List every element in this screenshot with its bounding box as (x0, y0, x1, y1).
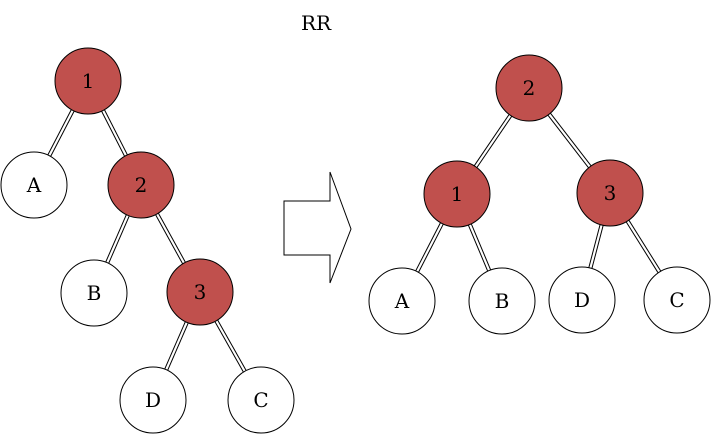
node-label: D (574, 288, 590, 312)
node-circle (368, 267, 436, 335)
tree-node-aA: A (368, 267, 436, 335)
node-label: 1 (82, 69, 95, 93)
tree-node-a2: 2 (495, 54, 563, 122)
node-label: 1 (451, 182, 464, 206)
tree-node-bA: A (0, 151, 68, 219)
node-circle (468, 267, 536, 335)
node-circle (107, 151, 175, 219)
node-label: B (87, 281, 102, 305)
edge-a1-aB (467, 221, 492, 274)
edge-a3-aC (624, 218, 663, 275)
node-circle (54, 47, 122, 115)
edge-b1-bA (46, 107, 76, 159)
tree-node-b3: 3 (166, 258, 234, 326)
node-circle (0, 151, 68, 219)
node-label: B (495, 289, 510, 313)
tree-node-b1: 1 (54, 47, 122, 115)
tree-node-a3: 3 (576, 159, 644, 227)
edge-b1-b2 (100, 107, 129, 159)
edge-a3-aD (587, 222, 605, 271)
node-circle (166, 258, 234, 326)
tree-node-aB: B (468, 267, 536, 335)
diagram-title: RR (301, 11, 332, 35)
node-circle (227, 366, 295, 434)
tree-node-a1: 1 (423, 160, 491, 228)
node-circle (643, 266, 711, 334)
edge-b3-bC (213, 317, 248, 375)
edges-layer (46, 107, 663, 375)
node-circle (423, 160, 491, 228)
node-label: 2 (523, 76, 536, 100)
edge-b2-b3 (154, 211, 187, 266)
tree-node-b2: 2 (107, 151, 175, 219)
tree-node-bD: D (119, 366, 187, 434)
edge-b3-bD (163, 319, 190, 373)
node-label: A (394, 289, 410, 313)
transform-arrow (283, 171, 352, 284)
edge-a1-aA (414, 220, 445, 275)
node-circle (548, 266, 616, 334)
tree-node-bB: B (60, 259, 128, 327)
tree-node-bC: C (227, 366, 295, 434)
edge-a2-a3 (546, 111, 593, 170)
node-circle (576, 159, 644, 227)
node-circle (119, 366, 187, 434)
node-label: 2 (135, 173, 148, 197)
node-circle (60, 259, 128, 327)
node-label: 3 (604, 181, 617, 205)
node-label: D (145, 388, 161, 412)
node-label: C (669, 288, 684, 312)
node-circle (495, 54, 563, 122)
node-label: A (26, 173, 42, 197)
tree-node-aD: D (548, 266, 616, 334)
node-label: C (253, 388, 268, 412)
node-label: 3 (194, 280, 207, 304)
edge-a2-a1 (472, 112, 514, 170)
tree-node-aC: C (643, 266, 711, 334)
edge-b2-bB (104, 212, 131, 266)
